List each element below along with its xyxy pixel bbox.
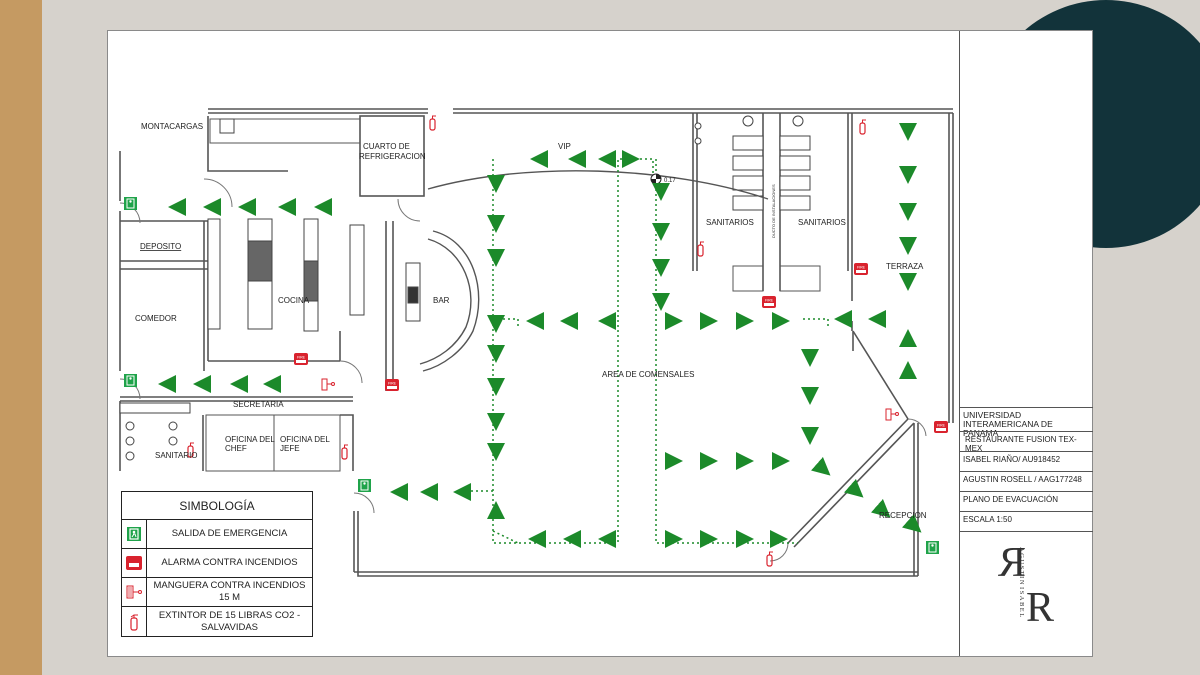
label-ducto: DUCTO DE INSTALACIONES bbox=[771, 184, 776, 238]
tb-scale: ESCALA 1:50 bbox=[960, 511, 1093, 531]
tb-university: UNIVERSIDAD INTERAMERICANA DE PANAMA bbox=[960, 407, 1093, 438]
legend-row-hose: MANGUERA CONTRA INCENDIOS 15 M bbox=[122, 578, 312, 607]
tb-logo-cell bbox=[960, 531, 1093, 656]
plan-sheet: FIRE FIRE FIRE FIRE FIRE MONTACARGAS CUARTO … bbox=[107, 30, 1093, 657]
fire-alarm-label: FIRE bbox=[937, 424, 946, 428]
left-color-band bbox=[0, 0, 42, 675]
evacuation-arrow bbox=[902, 513, 922, 533]
legend-label-alarm: ALARMA CONTRA INCENDIOS bbox=[161, 557, 298, 568]
fire-alarm-icon: FIRE bbox=[294, 353, 308, 365]
tb-author2: AGUSTIN ROSELL / AAG177248 bbox=[960, 471, 1093, 491]
label-sanitario: SANITARIO bbox=[155, 451, 198, 460]
tb-drawing: PLANO DE EVACUACIÓN bbox=[960, 491, 1093, 511]
monogram-letter-2: R bbox=[1026, 585, 1054, 631]
label-recepcion: RECEPCION bbox=[879, 511, 927, 520]
legend-row-extinguisher: EXTINTOR DE 15 LIBRAS CO2 - SALVAVIDAS bbox=[122, 607, 312, 636]
fire-extinguisher-icon bbox=[429, 115, 436, 131]
label-marker-value: 0.17 bbox=[664, 178, 676, 184]
label-oficina-jefe-1: OFICINA DEL bbox=[280, 435, 330, 444]
fire-alarm-label: FIRE bbox=[297, 356, 306, 360]
title-block: UNIVERSIDAD INTERAMERICANA DE PANAMA RES… bbox=[959, 31, 1093, 656]
label-vip: VIP bbox=[558, 142, 571, 151]
label-comedor: COMEDOR bbox=[135, 314, 177, 323]
legend-row-alarm: ALARMA CONTRA INCENDIOS bbox=[122, 549, 312, 578]
fire-alarm-icon: FIRE bbox=[385, 379, 399, 391]
legend-table: SIMBOLOGÍA SALIDA DE EMERGENCIA ALARMA C… bbox=[121, 491, 313, 637]
label-montacargas: MONTACARGAS bbox=[141, 122, 203, 131]
label-bar: BAR bbox=[433, 296, 450, 305]
label-secretaria: SECRETARIA bbox=[233, 400, 284, 409]
fire-alarm-icon: FIRE bbox=[934, 421, 948, 433]
evacuation-arrow bbox=[844, 478, 864, 498]
label-oficina-chef-2: CHEF bbox=[225, 444, 247, 453]
monogram-text-1: AGUSTIN bbox=[1018, 547, 1025, 586]
fire-alarm-label: FIRE bbox=[388, 382, 397, 386]
legend-label-extinguisher: EXTINTOR DE 15 LIBRAS CO2 - SALVAVIDAS bbox=[158, 609, 301, 633]
fire-hose-icon bbox=[321, 378, 335, 391]
label-oficina-jefe-2: JEFE bbox=[280, 444, 300, 453]
tb-project: RESTAURANTE FUSION TEX- MEX bbox=[960, 431, 1093, 453]
fire-alarm-icon: FIRE bbox=[854, 263, 868, 275]
label-cuarto-1: CUARTO DE bbox=[363, 142, 410, 151]
label-sanitarios-right: SANITARIOS bbox=[798, 218, 846, 227]
label-terraza: TERRAZA bbox=[886, 262, 924, 271]
fire-extinguisher-icon bbox=[187, 442, 194, 458]
evacuation-arrow bbox=[811, 456, 831, 476]
walls bbox=[119, 108, 954, 577]
emergency-exit-icon bbox=[122, 520, 147, 548]
fire-extinguisher-icon bbox=[341, 444, 348, 460]
fire-extinguisher-icon bbox=[697, 241, 704, 257]
label-cuarto-2: REFRIGERACION bbox=[359, 152, 426, 161]
evacuation-arrow bbox=[871, 498, 891, 518]
tb-author1: ISABEL RIAÑO/ AU918452 bbox=[960, 451, 1093, 471]
monogram-text-2: ISABEL bbox=[1018, 587, 1025, 619]
kitchen-equipment bbox=[207, 118, 421, 332]
legend-title: SIMBOLOGÍA bbox=[122, 492, 312, 520]
label-area-comensales: AREA DE COMENSALES bbox=[602, 370, 694, 379]
evacuation-arrows bbox=[158, 123, 922, 548]
label-cocina: COCINA bbox=[278, 296, 310, 305]
monogram-letter-1: R bbox=[998, 541, 1026, 586]
floor-plan: FIRE FIRE FIRE FIRE FIRE MONTACARGAS CUARTO … bbox=[119, 108, 954, 577]
legend-label-exit: SALIDA DE EMERGENCIA bbox=[171, 528, 288, 539]
emergency-exit-icon bbox=[926, 541, 939, 554]
bar-counter bbox=[419, 170, 769, 372]
toilet-fixtures bbox=[119, 115, 811, 461]
legend-label-hose: MANGUERA CONTRA INCENDIOS 15 M bbox=[153, 580, 306, 603]
fire-alarm-label: FIRE bbox=[857, 266, 866, 270]
label-oficina-chef-1: OFICINA DEL bbox=[225, 435, 275, 444]
fire-extinguisher-icon bbox=[859, 119, 866, 135]
fire-hose-icon bbox=[122, 578, 147, 606]
fire-extinguisher-icon bbox=[122, 607, 147, 636]
monogram-logo: R R AGUSTIN ISABEL bbox=[998, 541, 1054, 631]
safety-symbols: FIRE FIRE FIRE FIRE FIRE bbox=[124, 115, 948, 567]
level-marker bbox=[650, 173, 662, 185]
emergency-exit-icon bbox=[358, 479, 371, 492]
fire-alarm-label: FIRE bbox=[765, 299, 774, 303]
fire-alarm-icon bbox=[122, 549, 147, 577]
label-deposito: DEPOSITO bbox=[140, 242, 181, 251]
emergency-exit-icon bbox=[124, 374, 137, 387]
fire-extinguisher-icon bbox=[766, 551, 773, 567]
emergency-exit-icon bbox=[124, 197, 137, 210]
evacuation-paths bbox=[468, 158, 829, 544]
fire-hose-icon bbox=[885, 408, 899, 421]
fire-alarm-icon: FIRE bbox=[762, 296, 776, 308]
label-sanitarios-left: SANITARIOS bbox=[706, 218, 754, 227]
legend-row-exit: SALIDA DE EMERGENCIA bbox=[122, 520, 312, 549]
